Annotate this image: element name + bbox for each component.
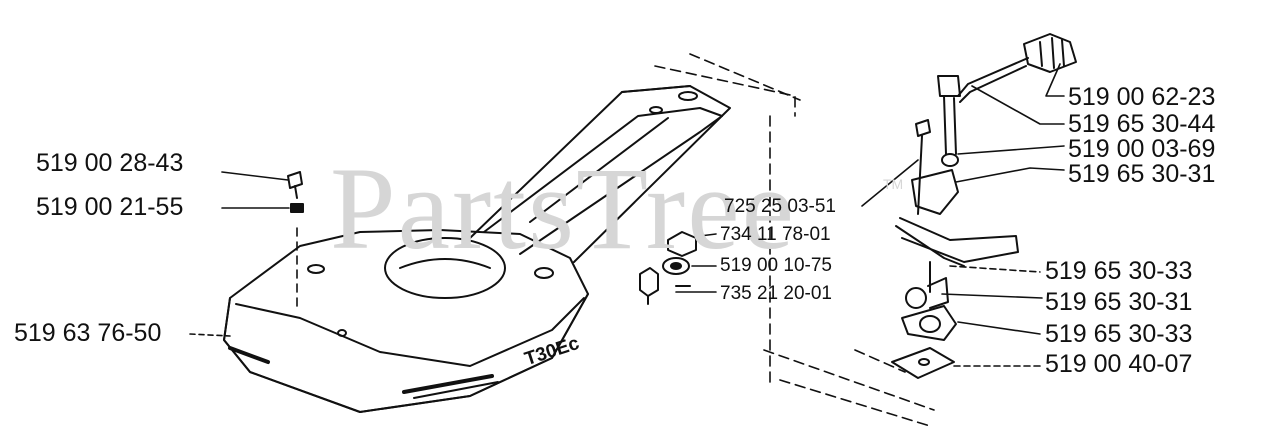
housing-screw	[287, 171, 304, 307]
part-label-519-65-30-31-top: 519 65 30-31	[1068, 160, 1216, 188]
leader-lines	[189, 63, 1065, 367]
part-label-519-00-28-43: 519 00 28-43	[36, 149, 184, 177]
throttle-assembly	[891, 33, 1077, 379]
watermark-trademark: TM	[883, 176, 904, 192]
nut-cluster	[639, 231, 697, 305]
part-label-519-00-03-69: 519 00 03-69	[1068, 135, 1216, 163]
part-label-519-00-10-75: 519 00 10-75	[720, 255, 832, 276]
assembly-frame-dashed	[654, 53, 935, 427]
watermark: PartsTree	[330, 143, 796, 274]
part-label-519-65-30-31-b: 519 65 30-31	[1045, 288, 1193, 316]
housing-cover	[223, 229, 589, 413]
shaft-tube	[469, 85, 731, 263]
part-label-725-25-03-51: 725 25 03-51	[724, 196, 836, 217]
part-label-519-63-76-50: 519 63 76-50	[14, 319, 162, 347]
part-label-519-65-30-33-b: 519 65 30-33	[1045, 320, 1193, 348]
part-label-735-21-20-01: 735 21 20-01	[720, 283, 832, 304]
part-label-519-65-30-44: 519 65 30-44	[1068, 110, 1216, 138]
part-label-519-00-62-23: 519 00 62-23	[1068, 83, 1216, 111]
part-label-734-11-78-01: 734 11 78-01	[720, 224, 831, 245]
part-label-519-00-40-07: 519 00 40-07	[1045, 350, 1193, 378]
part-label-519-00-21-55: 519 00 21-55	[36, 193, 184, 221]
part-label-519-65-30-33-a: 519 65 30-33	[1045, 257, 1193, 285]
